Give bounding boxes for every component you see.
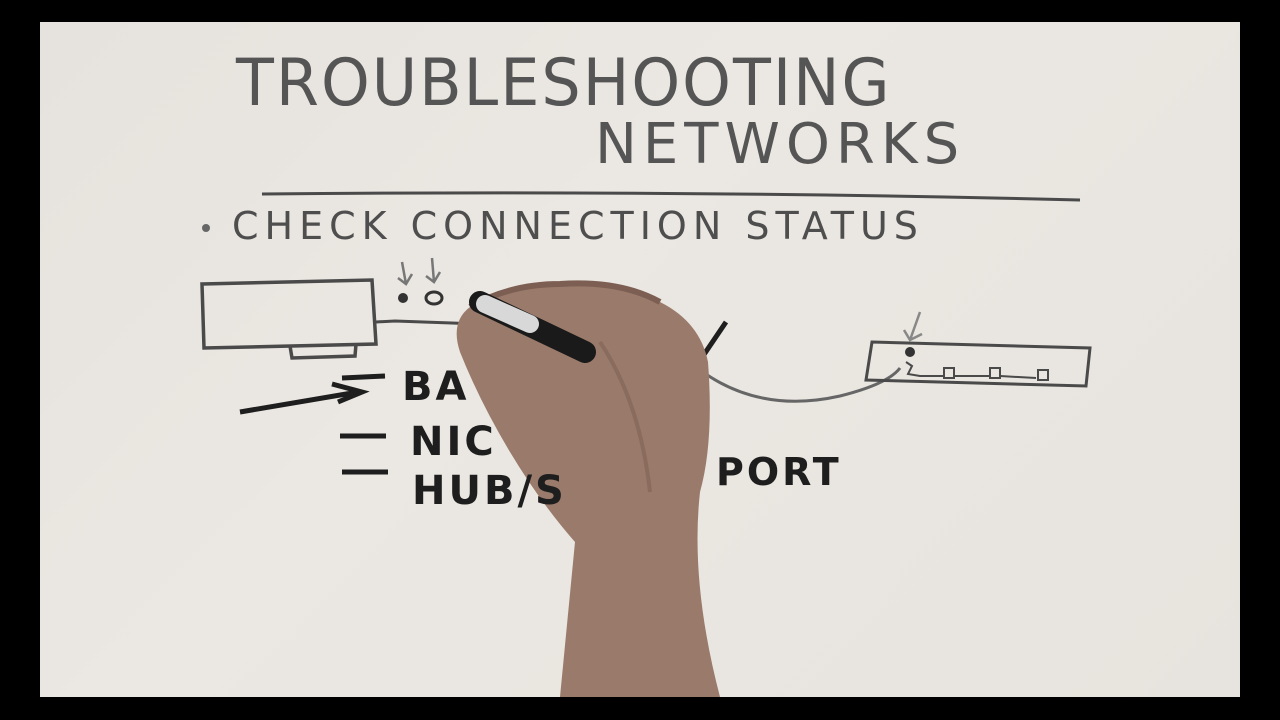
activity-light-icon bbox=[424, 290, 444, 306]
whiteboard: TROUBLESHOOTING NETWORKS CHECK CONNECTIO… bbox=[40, 22, 1240, 697]
hub-switch-icon bbox=[864, 340, 1092, 388]
port-label: PORT bbox=[716, 450, 842, 494]
link-light-icon bbox=[398, 293, 408, 303]
dash-1 bbox=[341, 373, 386, 381]
title-underline bbox=[261, 191, 1081, 202]
list-item-ba: BA bbox=[402, 364, 470, 410]
title-line-1: TROUBLESHOOTING bbox=[236, 44, 892, 121]
arrow-down-icon bbox=[397, 261, 414, 286]
list-item-hub-switch: HUB/S bbox=[412, 468, 567, 514]
bullet-check-connection: CHECK CONNECTION STATUS bbox=[232, 204, 924, 248]
cable-tick bbox=[700, 320, 729, 358]
hand-with-marker bbox=[456, 280, 720, 697]
monitor-icon bbox=[200, 278, 378, 360]
network-cable bbox=[699, 367, 902, 403]
arrow-down-icon bbox=[902, 311, 923, 342]
bullet-dot bbox=[202, 224, 210, 232]
arrow-down-icon bbox=[425, 257, 442, 284]
title-line-2: NETWORKS bbox=[595, 112, 966, 177]
list-item-nic: NIC bbox=[410, 419, 497, 465]
monitor-cable bbox=[375, 319, 481, 326]
whiteboard-drawings bbox=[200, 191, 1092, 697]
pointer-arrow-icon bbox=[239, 381, 370, 415]
